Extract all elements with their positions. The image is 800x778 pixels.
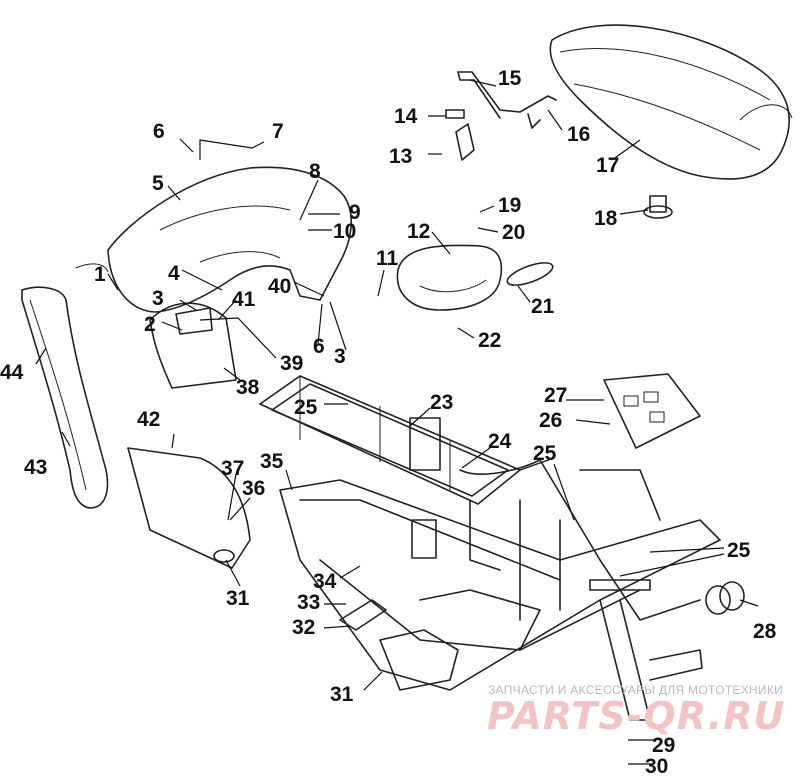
callout-8: 8 — [309, 160, 321, 183]
callout-31: 31 — [330, 683, 354, 706]
callout-18: 18 — [594, 207, 618, 230]
callout-6: 6 — [153, 120, 165, 143]
seat-latch-part — [445, 71, 557, 161]
callout-26: 26 — [539, 409, 563, 432]
callout-40: 40 — [268, 275, 292, 298]
callout-41: 41 — [232, 288, 256, 311]
lower-panel-part — [127, 447, 251, 569]
callout-29: 29 — [652, 734, 676, 757]
callout-3: 3 — [334, 345, 346, 368]
callout-9: 9 — [349, 201, 361, 224]
seat-bumper-part — [643, 195, 673, 219]
callout-12: 12 — [407, 220, 431, 243]
callout-5: 5 — [152, 172, 164, 195]
callout-13: 13 — [389, 145, 413, 168]
callout-27: 27 — [544, 384, 568, 407]
callout-33: 33 — [297, 591, 321, 614]
side-trim-part — [21, 286, 109, 509]
callout-37: 37 — [221, 457, 245, 480]
splash-panel-part — [149, 302, 237, 389]
callout-22: 22 — [478, 329, 502, 352]
callout-24: 24 — [488, 430, 512, 453]
callout-6: 6 — [313, 335, 325, 358]
callout-19: 19 — [498, 194, 522, 217]
callout-15: 15 — [498, 67, 522, 90]
foot-guard-part — [339, 599, 459, 691]
rear-fender-part — [75, 166, 353, 313]
callout-39: 39 — [280, 352, 304, 375]
callout-30: 30 — [645, 755, 669, 778]
callout-25: 25 — [294, 396, 318, 419]
callout-44: 44 — [0, 361, 24, 384]
storage-lid-part — [396, 244, 554, 311]
callout-3: 3 — [152, 287, 164, 310]
callout-10: 10 — [333, 220, 357, 243]
callout-7: 7 — [272, 120, 284, 143]
callout-42: 42 — [137, 408, 161, 431]
callout-17: 17 — [596, 154, 620, 177]
leader-lines — [35, 79, 759, 765]
callout-2: 2 — [144, 313, 156, 336]
callout-23: 23 — [430, 391, 454, 414]
callout-34: 34 — [313, 570, 337, 593]
callout-36: 36 — [242, 477, 266, 500]
callout-38: 38 — [236, 376, 260, 399]
heat-shield-part — [603, 373, 701, 449]
main-frame-part — [279, 459, 721, 721]
watermark-tagline: ЗАПЧАСТИ И АКСЕССУАРЫ ДЛЯ МОТОТЕХНИКИ — [488, 683, 784, 697]
callout-14: 14 — [394, 105, 418, 128]
axle-spacer-part — [705, 581, 745, 615]
callout-25: 25 — [533, 442, 557, 465]
callout-21: 21 — [531, 295, 555, 318]
callout-1: 1 — [94, 263, 106, 286]
callout-35: 35 — [260, 450, 284, 473]
seat-part — [549, 24, 793, 180]
callout-20: 20 — [502, 221, 526, 244]
callout-4: 4 — [168, 262, 180, 285]
callout-32: 32 — [292, 616, 316, 639]
callout-43: 43 — [24, 456, 48, 479]
callout-11: 11 — [376, 247, 399, 270]
callout-31: 31 — [226, 587, 250, 610]
watermark-logo: PARTS-QR.RU — [487, 694, 786, 738]
callout-16: 16 — [567, 123, 591, 146]
callout-25: 25 — [727, 539, 751, 562]
callout-28: 28 — [753, 620, 777, 643]
